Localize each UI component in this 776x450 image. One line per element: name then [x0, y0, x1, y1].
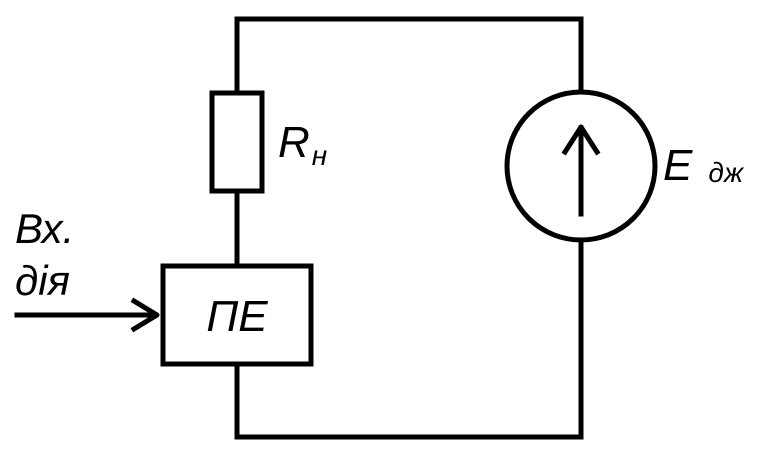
load-resistor [209, 90, 265, 194]
source-arrow-head [561, 124, 601, 156]
input-label-line1: Вх. [15, 205, 74, 252]
voltage-source [504, 89, 658, 243]
converter-block [160, 263, 314, 367]
circuit-wires [234, 16, 584, 440]
input-arrow [14, 297, 160, 333]
source-subscript: дж [708, 157, 744, 188]
resistor-label: Rн [278, 118, 327, 171]
wire-bottom-loop [234, 237, 584, 440]
input-label-line2: дія [15, 257, 70, 304]
input-arrow-head [130, 297, 160, 333]
wire-top-loop [234, 16, 584, 96]
converter-label: ПЕ [206, 292, 268, 341]
resistor-subscript: н [312, 140, 327, 171]
